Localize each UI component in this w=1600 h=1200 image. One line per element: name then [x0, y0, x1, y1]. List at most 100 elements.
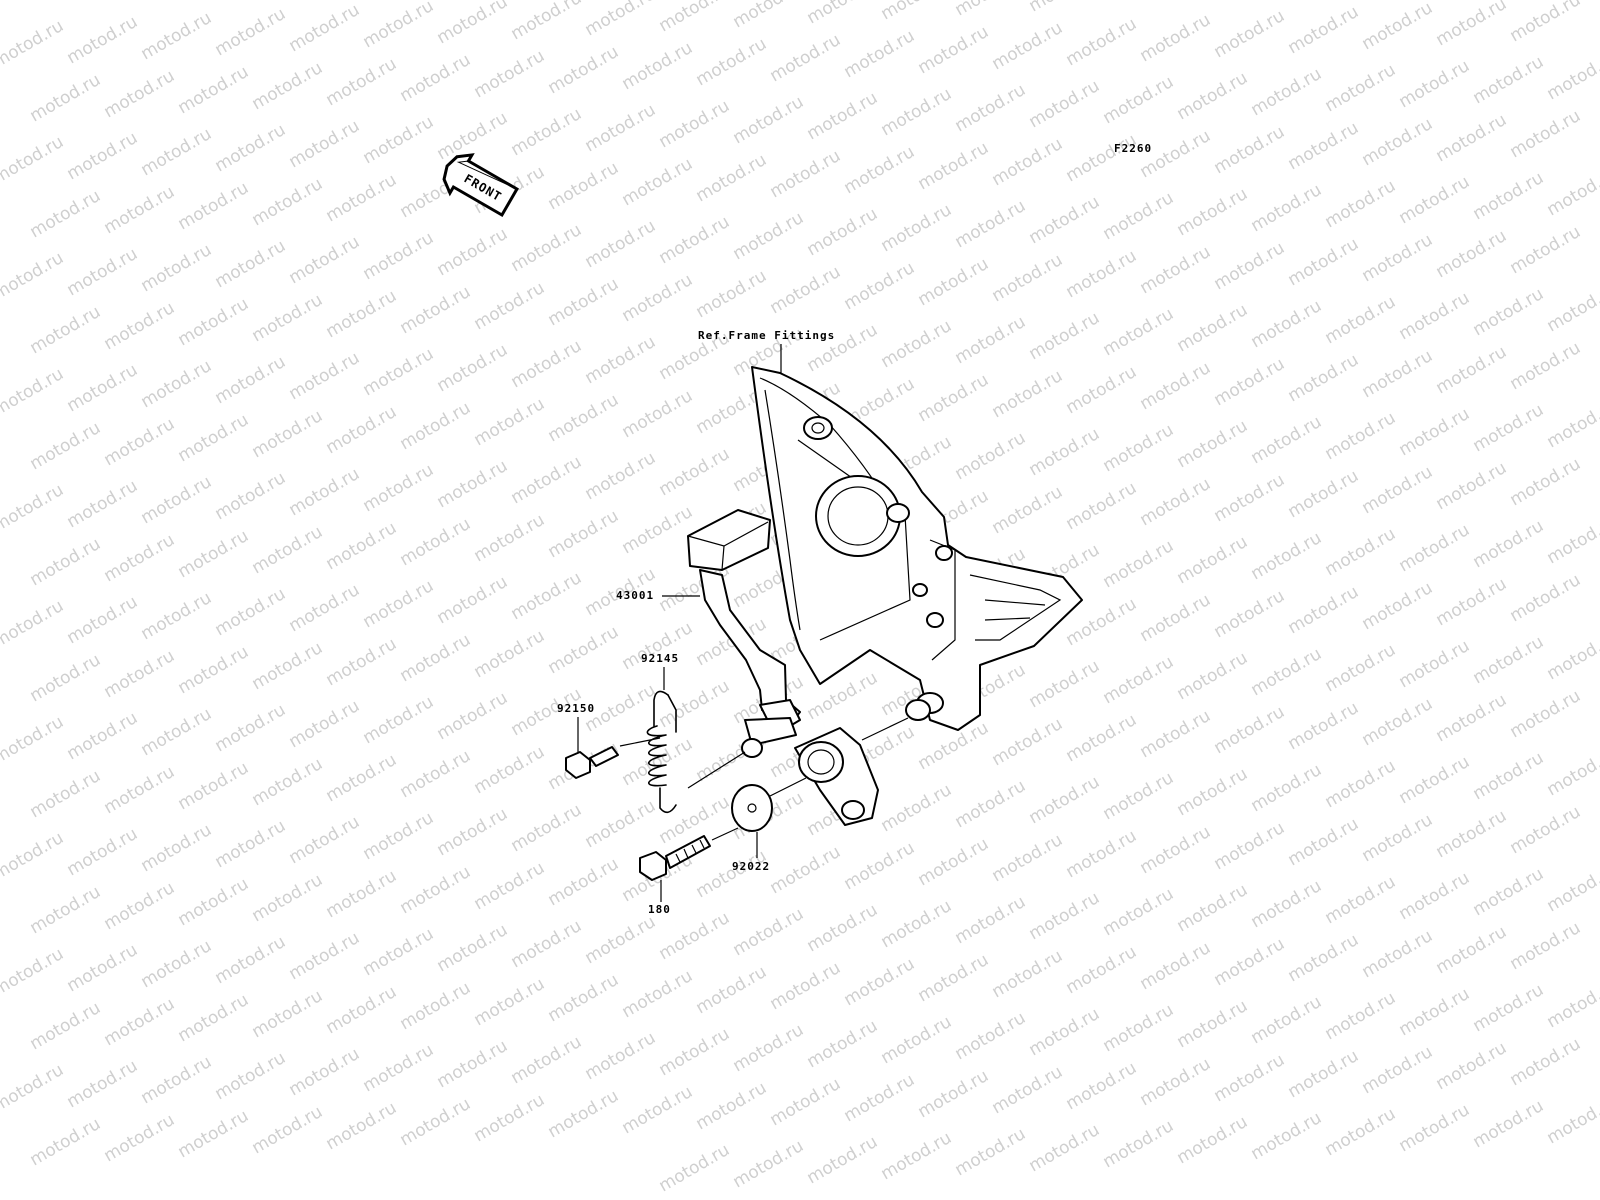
- watermark-text: motod.ru: [1322, 872, 1400, 928]
- watermark-text: motod.ru: [360, 692, 438, 748]
- watermark-text: motod.ru: [693, 846, 771, 902]
- watermark-text: motod.ru: [249, 406, 327, 462]
- watermark-text: motod.ru: [989, 18, 1067, 74]
- watermark-text: motod.ru: [582, 332, 660, 388]
- watermark-text: motod.ru: [471, 1090, 549, 1146]
- watermark-text: motod.ru: [915, 834, 993, 890]
- watermark-text: motod.ru: [1322, 524, 1400, 580]
- watermark-text: motod.ru: [545, 1086, 623, 1142]
- watermark-text: motod.ru: [1026, 772, 1104, 828]
- part-label-92145: 92145: [641, 652, 679, 665]
- watermark-text: motod.ru: [545, 622, 623, 678]
- watermark-text: motod.ru: [397, 398, 475, 454]
- watermark-text: motod.ru: [730, 0, 808, 32]
- watermark-text: motod.ru: [1137, 590, 1215, 646]
- watermark-text: motod.ru: [730, 208, 808, 264]
- watermark-text: motod.ru: [249, 58, 327, 114]
- watermark-text: motod.ru: [1248, 760, 1326, 816]
- watermark-text: motod.ru: [397, 862, 475, 918]
- part-label-92022: 92022: [732, 860, 770, 873]
- watermark-text: motod.ru: [1470, 980, 1548, 1036]
- watermark-text: motod.ru: [1433, 574, 1511, 630]
- watermark-text: motod.ru: [1507, 570, 1585, 626]
- watermark-text: motod.ru: [1359, 810, 1437, 866]
- watermark-text: motod.ru: [1211, 818, 1289, 874]
- watermark-text: motod.ru: [397, 282, 475, 338]
- watermark-text: motod.ru: [1507, 106, 1585, 162]
- watermark-text: motod.ru: [1248, 644, 1326, 700]
- bolt-180: [639, 827, 739, 881]
- watermark-text: motod.ru: [175, 178, 253, 234]
- watermark-text: motod.ru: [1211, 354, 1289, 410]
- watermark-text: motod.ru: [249, 290, 327, 346]
- watermark-text: motod.ru: [804, 88, 882, 144]
- watermark-text: motod.ru: [915, 22, 993, 78]
- watermark-text: motod.ru: [27, 186, 105, 242]
- watermark-text: motod.ru: [1174, 68, 1252, 124]
- watermark-text: motod.ru: [1470, 400, 1548, 456]
- watermark-text: motod.ru: [138, 1052, 216, 1108]
- watermark-text: motod.ru: [1433, 0, 1511, 50]
- watermark-text: motod.ru: [0, 248, 67, 304]
- watermark-text: motod.ru: [1544, 48, 1600, 104]
- watermark-text: motod.ru: [1359, 230, 1437, 286]
- watermark-text: motod.ru: [138, 8, 216, 64]
- watermark-text: motod.ru: [1396, 520, 1474, 576]
- watermark-text: motod.ru: [1322, 756, 1400, 812]
- watermark-text: motod.ru: [138, 124, 216, 180]
- watermark-text: motod.ru: [1063, 942, 1141, 998]
- watermark-text: motod.ru: [1026, 1004, 1104, 1060]
- watermark-text: motod.ru: [1359, 462, 1437, 518]
- watermark-text: motod.ru: [1470, 52, 1548, 108]
- watermark-text: motod.ru: [1433, 1038, 1511, 1094]
- watermark-text: motod.ru: [841, 142, 919, 198]
- watermark-text: motod.ru: [1063, 14, 1141, 70]
- watermark-text: motod.ru: [27, 534, 105, 590]
- watermark-text: motod.ru: [619, 154, 697, 210]
- watermark-text: motod.ru: [360, 344, 438, 400]
- watermark-text: motod.ru: [878, 200, 956, 256]
- watermark-text: motod.ru: [878, 316, 956, 372]
- watermark-text: motod.ru: [101, 298, 179, 354]
- watermark-text: motod.ru: [1026, 308, 1104, 364]
- watermark-text: motod.ru: [138, 356, 216, 412]
- watermark-text: motod.ru: [989, 946, 1067, 1002]
- watermark-text: motod.ru: [323, 518, 401, 574]
- watermark-text: motod.ru: [1026, 656, 1104, 712]
- watermark-text: motod.ru: [1396, 984, 1474, 1040]
- watermark-text: motod.ru: [249, 638, 327, 694]
- watermark-text: motod.ru: [508, 1032, 586, 1088]
- watermark-text: motod.ru: [64, 476, 142, 532]
- watermark-text: motod.ru: [101, 66, 179, 122]
- watermark-text: motod.ru: [1285, 582, 1363, 638]
- watermark-text: motod.ru: [1396, 868, 1474, 924]
- watermark-text: motod.ru: [249, 870, 327, 926]
- watermark-text: motod.ru: [471, 278, 549, 334]
- watermark-text: motod.ru: [175, 990, 253, 1046]
- watermark-text: motod.ru: [27, 418, 105, 474]
- watermark-text: motod.ru: [1137, 938, 1215, 994]
- watermark-text: motod.ru: [1433, 226, 1511, 282]
- watermark-text: motod.ru: [989, 366, 1067, 422]
- watermark-text: motod.ru: [989, 830, 1067, 886]
- watermark-text: motod.ru: [508, 220, 586, 276]
- watermark-text: motod.ru: [1026, 0, 1104, 16]
- watermark-text: motod.ru: [286, 580, 364, 636]
- watermark-text: motod.ru: [138, 588, 216, 644]
- watermark-text: motod.ru: [101, 1110, 179, 1166]
- watermark-text: motod.ru: [323, 1098, 401, 1154]
- watermark-text: motod.ru: [582, 1028, 660, 1084]
- watermark-text: motod.ru: [1285, 234, 1363, 290]
- watermark-text: motod.ru: [1211, 934, 1289, 990]
- watermark-text: motod.ru: [1507, 338, 1585, 394]
- watermark-text: motod.ru: [878, 84, 956, 140]
- watermark-text: motod.ru: [1322, 988, 1400, 1044]
- watermark-text: motod.ru: [693, 150, 771, 206]
- watermark-text: motod.ru: [841, 838, 919, 894]
- watermark-text: motod.ru: [360, 460, 438, 516]
- watermark-text: motod.ru: [64, 244, 142, 300]
- watermark-text: motod.ru: [1211, 122, 1289, 178]
- watermark-text: motod.ru: [1026, 192, 1104, 248]
- part-label-180: 180: [648, 903, 671, 916]
- watermark-text: motod.ru: [1322, 60, 1400, 116]
